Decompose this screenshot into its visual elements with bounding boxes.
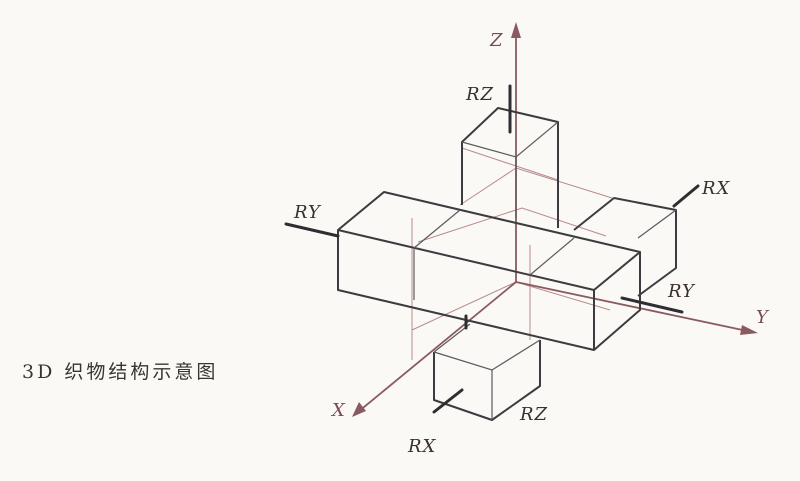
y-block-divider (529, 237, 575, 276)
rx-bottom-label: RX (407, 436, 437, 457)
x-block-outline (573, 197, 677, 297)
y-axis-arrowhead (740, 325, 758, 335)
x-block-edge (433, 339, 541, 371)
ry-left-label: RY (293, 202, 322, 223)
diagram-caption: 3D 织物结构示意图 (22, 361, 218, 383)
x-block-right (573, 197, 677, 297)
x-axis-arrowhead (352, 402, 366, 417)
x-block-edge (433, 323, 471, 353)
y-block-top-face (337, 191, 641, 291)
hidden-edge (411, 281, 611, 331)
hidden-edge (459, 167, 613, 206)
rx-right-label: RX (701, 178, 731, 199)
x-axis (357, 281, 517, 413)
hidden-edges (411, 147, 613, 360)
ry-left-rod (284, 222, 340, 238)
z-axis-label: Z (489, 30, 503, 51)
hidden-edge (461, 147, 559, 181)
y-block-divider (413, 209, 461, 249)
rz-top-label: RZ (465, 84, 494, 105)
z-block-outline (461, 107, 559, 228)
ry-right-label: RY (667, 281, 696, 302)
rx-bottom-rod (432, 388, 464, 414)
rotation-rods (284, 84, 700, 414)
y-axis-label: Y (756, 307, 770, 328)
x-axis-label: X (330, 400, 346, 421)
rx-right-rod (672, 184, 700, 208)
z-axis-arrowhead (511, 22, 521, 38)
rz-bottom-label: RZ (519, 404, 548, 425)
axes (352, 22, 758, 417)
ry-right-rod (620, 296, 684, 314)
x-block-edge (637, 209, 677, 239)
z-block-top (461, 107, 559, 228)
y-axis (515, 281, 753, 333)
x-block-bottom (433, 323, 541, 421)
y-block (337, 191, 641, 351)
